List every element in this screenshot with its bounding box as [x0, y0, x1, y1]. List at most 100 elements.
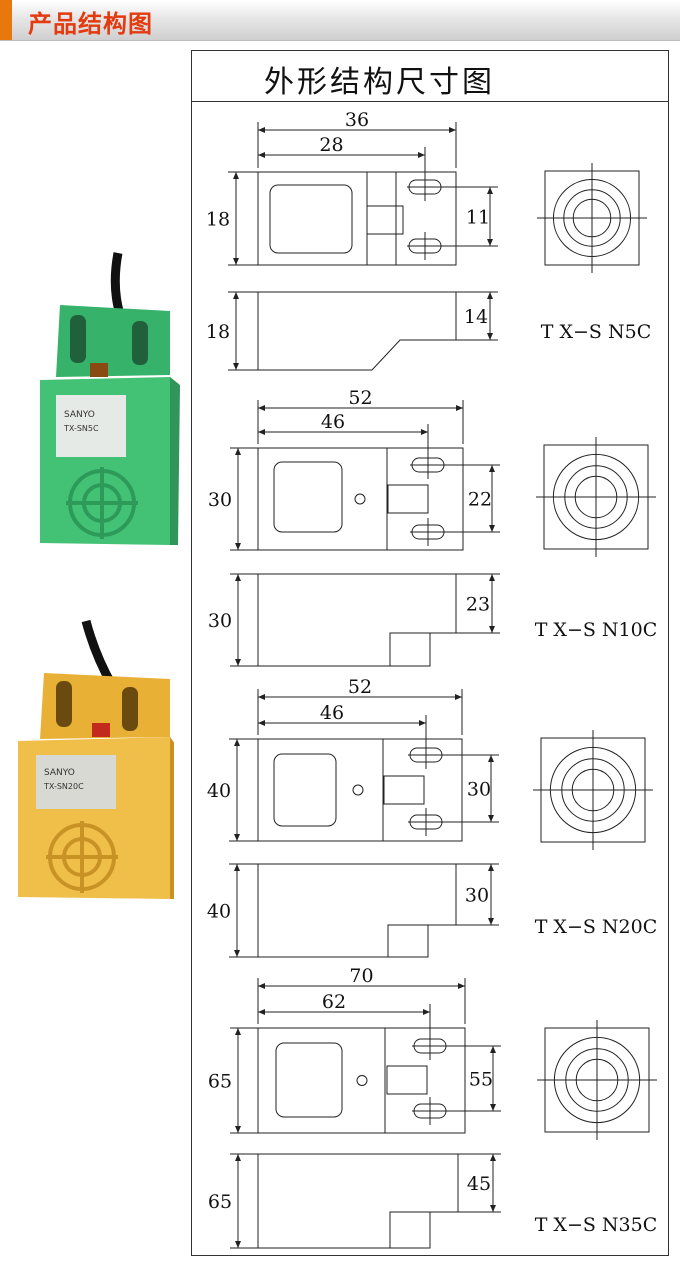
side-view-outline: [257, 864, 429, 958]
side-view-outline: [258, 573, 457, 634]
dim-side-height: 18: [206, 321, 230, 343]
indicator-window: [269, 184, 353, 254]
side-view-outline: [258, 863, 457, 926]
side-view-outline: [257, 1154, 431, 1249]
arrow-head: [456, 405, 463, 411]
arrow-head: [233, 172, 239, 179]
arrow-head: [489, 574, 495, 581]
dim-height: 65: [208, 1071, 232, 1093]
top-view-outline: [257, 171, 457, 266]
arrow-head: [490, 1104, 496, 1111]
dim-height: 18: [206, 209, 230, 231]
model-name: T X−S N20C: [535, 916, 658, 938]
arrow-head: [235, 1241, 241, 1248]
dim-height: 30: [208, 489, 232, 511]
dim-total-width: 70: [349, 965, 373, 987]
cable-exit-block: [389, 1211, 431, 1249]
arrow-head: [258, 694, 265, 700]
arrow-head: [235, 543, 241, 550]
header-accent-bar: [0, 0, 12, 40]
connector-block: [383, 775, 425, 805]
arrow-head: [488, 918, 494, 925]
arrow-head: [490, 1205, 496, 1212]
dim-hole-spacing: 30: [467, 779, 491, 801]
led-hole: [354, 493, 366, 505]
indicator-window: [273, 461, 343, 533]
arrow-head: [421, 429, 428, 435]
arrow-head: [489, 626, 495, 633]
green-sensor-photo: SANYO TX-SN5C: [40, 252, 180, 545]
model-name: T X−S N35C: [535, 1214, 658, 1236]
arrow-head: [423, 1009, 430, 1015]
arrow-head: [487, 187, 493, 194]
dim-hole-pitch: 46: [320, 702, 344, 724]
top-view-outline: [257, 1027, 466, 1134]
arrow-head: [233, 363, 239, 370]
dim-hole-pitch: 28: [319, 134, 343, 156]
dim-total-width: 52: [348, 387, 372, 409]
dim-total-width: 52: [348, 676, 372, 698]
drawing-title: 外形结构尺寸图: [264, 65, 495, 100]
arrow-head: [233, 258, 239, 265]
connector-block: [386, 1065, 428, 1095]
dim-hole-spacing: 22: [468, 489, 492, 511]
arrow-head: [490, 1046, 496, 1053]
arrow-head: [487, 333, 493, 340]
dim-hole-pitch: 62: [322, 991, 346, 1013]
dim-hole-spacing: 11: [466, 207, 490, 229]
arrow-head: [235, 1126, 241, 1133]
arrow-head: [235, 659, 241, 666]
top-view-outline: [257, 738, 463, 842]
section-title: 产品结构图: [28, 10, 153, 38]
arrow-head: [258, 983, 265, 989]
arrow-head: [455, 694, 462, 700]
arrow-head: [458, 983, 465, 989]
yellow-sensor-photo: SANYO TX-SN20C: [18, 619, 174, 899]
dim-hole-pitch: 46: [321, 411, 345, 433]
photo-label-brand: SANYO: [44, 768, 75, 778]
arrow-head: [234, 739, 240, 746]
arrow-head: [489, 465, 495, 472]
cable-exit-block: [387, 924, 429, 958]
photo-label-model: TX-SN5C: [63, 424, 99, 433]
dim-height: 40: [207, 780, 231, 802]
arrow-head: [487, 239, 493, 246]
cable-exit-block: [389, 632, 431, 667]
arrow-head: [234, 834, 240, 841]
dim-side-step: 23: [466, 594, 490, 616]
arrow-head: [233, 292, 239, 299]
dim-side-step: 14: [464, 306, 488, 328]
led-hole: [356, 1075, 368, 1086]
arrow-head: [488, 755, 494, 762]
arrow-head: [234, 950, 240, 957]
arrow-head: [234, 864, 240, 871]
arrow-head: [235, 1028, 241, 1035]
side-view-outline: [257, 574, 431, 667]
drawing-title-row: 外形结构尺寸图: [192, 51, 668, 102]
side-view-outline: [258, 1153, 459, 1213]
dim-side-height: 65: [208, 1191, 232, 1213]
arrow-head: [235, 574, 241, 581]
dim-side-height: 30: [208, 610, 232, 632]
photo-label-model: TX-SN20C: [43, 782, 84, 791]
arrow-head: [258, 127, 265, 133]
top-view-outline: [257, 447, 464, 551]
arrow-head: [449, 127, 456, 133]
arrow-head: [258, 1009, 265, 1015]
connector-block: [366, 205, 404, 235]
dim-side-step: 30: [465, 885, 489, 907]
arrow-head: [489, 525, 495, 532]
dimension-drawing-frame: 外形结构尺寸图: [191, 50, 669, 1256]
model-name: T X−S N5C: [541, 321, 651, 343]
arrow-head: [488, 864, 494, 871]
arrow-head: [418, 152, 425, 158]
section-header: 产品结构图: [0, 0, 680, 41]
arrow-head: [258, 429, 265, 435]
arrow-head: [419, 720, 426, 726]
arrow-head: [235, 448, 241, 455]
led-hole: [352, 784, 364, 796]
